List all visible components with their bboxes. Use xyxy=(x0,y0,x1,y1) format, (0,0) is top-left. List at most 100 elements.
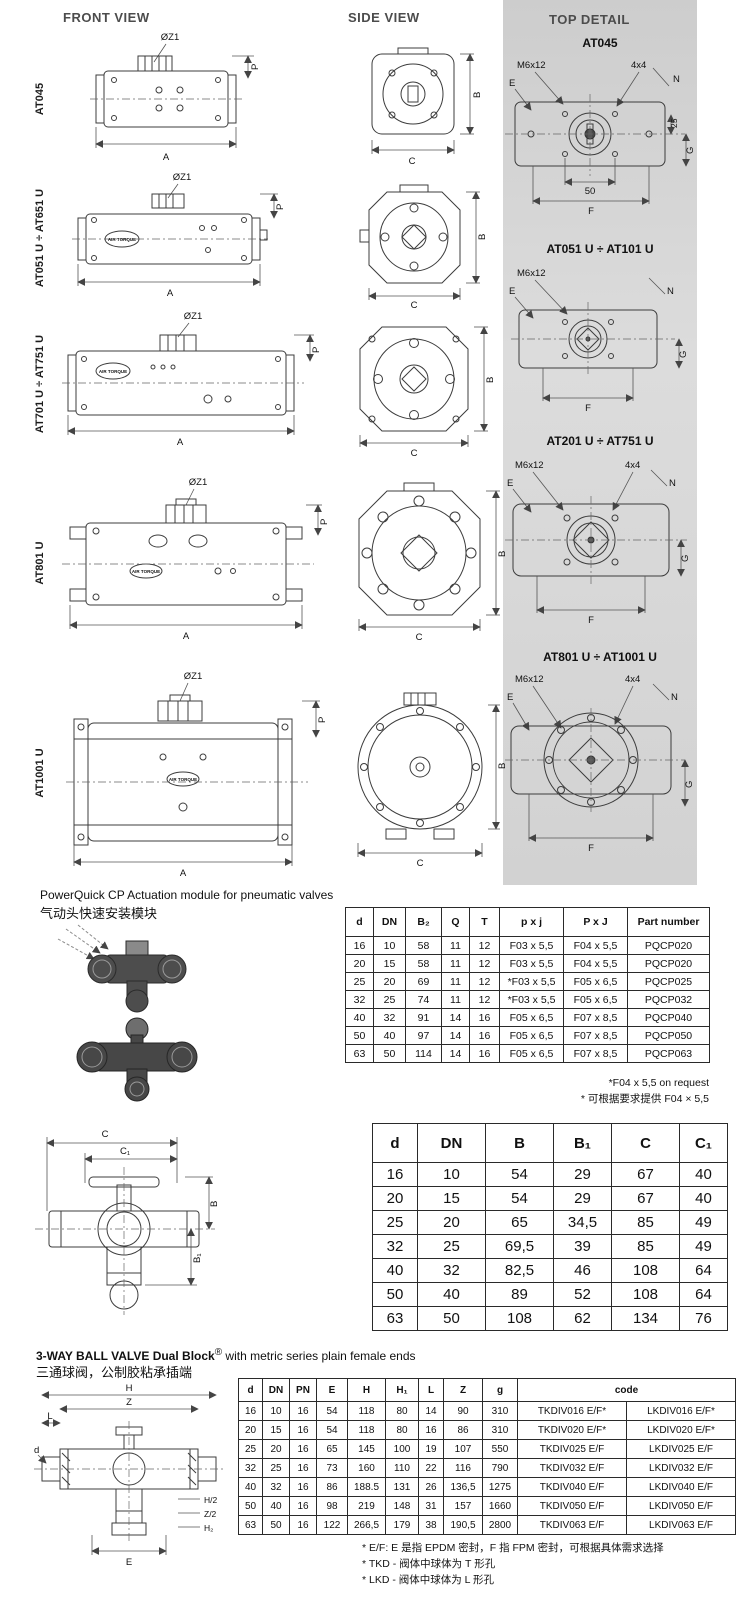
table-cell: 116 xyxy=(443,1458,483,1478)
table-cell: TKDIV040 E/F xyxy=(517,1477,627,1497)
table-cell: 16 xyxy=(289,1515,317,1535)
table-cell: 790 xyxy=(482,1458,518,1478)
dim-h2-label: H/2 xyxy=(204,1495,218,1505)
table-cell: 16 xyxy=(289,1496,317,1516)
table-cell: 54 xyxy=(316,1420,348,1440)
front-view-drawing: ØZ1 AIR TORQUE P A xyxy=(72,172,286,299)
dim-oz1-label: ØZ1 xyxy=(189,477,207,488)
column-header: L xyxy=(418,1378,444,1402)
table-cell: 122 xyxy=(316,1515,348,1535)
table-cell: 14 xyxy=(441,1044,470,1063)
table-cell: PQCP032 xyxy=(627,990,710,1009)
registered-mark: ® xyxy=(214,1347,223,1358)
table-cell: 14 xyxy=(441,1026,470,1045)
dim-oz1-label: ØZ1 xyxy=(184,311,202,322)
table-cell: 50 xyxy=(345,1026,374,1045)
table-cell: 10 xyxy=(373,936,406,955)
table-cell: 25 xyxy=(238,1439,263,1459)
m6x12-label: M6x12 xyxy=(515,674,544,685)
table-cell: F04 x 5,5 xyxy=(563,936,628,955)
top-detail-panel-at201u: AT201 U ÷ AT751 U M6x12 E 4x4 N G xyxy=(503,434,697,640)
table-cell: 22 xyxy=(418,1458,444,1478)
table-header-row: d DN B B₁ C C₁ xyxy=(372,1123,728,1163)
valve-dimension-diagram: C C₁ B B₁ xyxy=(35,1129,220,1315)
table-cell: F05 x 6,5 xyxy=(499,1008,564,1027)
table-cell: 16 xyxy=(289,1420,317,1440)
table-cell: 11 xyxy=(441,954,470,973)
footnote: * 可根据要求提供 F04 × 5,5 xyxy=(580,1093,709,1105)
table-cell: 15 xyxy=(373,954,406,973)
front-view-drawing: ØZ1 AIR TORQUE P A xyxy=(66,671,328,879)
e-label: E xyxy=(509,78,515,89)
n-label: N xyxy=(673,74,680,85)
column-header: g xyxy=(482,1378,518,1402)
actuator-row-at701u: AT701 U ÷ AT751 U ØZ1 AIR TORQUE P xyxy=(28,305,506,463)
table-cell: 145 xyxy=(347,1439,386,1459)
table-cell: LKDIV016 E/F* xyxy=(626,1401,736,1421)
side-view-drawing: C B xyxy=(357,692,508,869)
table-cell: 85 xyxy=(611,1210,680,1235)
top-detail-title: AT201 U ÷ AT751 U xyxy=(546,434,654,448)
column-header: H xyxy=(347,1378,386,1402)
table-cell: 54 xyxy=(485,1186,554,1211)
table-cell: 266,5 xyxy=(347,1515,386,1535)
ballvalve-footnotes: * E/F: E 是指 EPDM 密封，F 指 FPM 密封，可根据具体需求选择… xyxy=(362,1540,664,1588)
table-cell: PQCP020 xyxy=(627,936,710,955)
m6x12-label: M6x12 xyxy=(517,268,546,279)
table-cell: 58 xyxy=(405,954,442,973)
table-cell: 136,5 xyxy=(443,1477,483,1497)
table-cell: 107 xyxy=(443,1439,483,1459)
f-label: F xyxy=(588,843,594,854)
table-cell: 64 xyxy=(679,1282,728,1307)
table-cell: 100 xyxy=(385,1439,419,1459)
table-cell: 12 xyxy=(469,936,500,955)
table-cell: 16 xyxy=(469,1044,500,1063)
front-view-header: FRONT VIEW xyxy=(63,10,150,25)
bolt-pattern-label: 4x4 xyxy=(625,460,640,471)
powerquick-product-photo xyxy=(57,924,198,1102)
table-cell: 16 xyxy=(289,1458,317,1478)
table-header-row: d DN B₂ Q T p x j P x J Part number xyxy=(345,907,710,937)
g-label: G xyxy=(684,781,695,788)
table-cell: 85 xyxy=(611,1234,680,1259)
dim-h-label: H xyxy=(126,1383,133,1394)
dim-z2-label: Z/2 xyxy=(204,1509,217,1519)
g-label: G xyxy=(678,351,689,358)
ballvalve-title-cn: 三通球阀，公制胶粘承插端 xyxy=(36,1365,193,1380)
ballvalve-title-bold: 3-WAY BALL VALVE Dual Block xyxy=(36,1349,215,1363)
dim-b-label: B xyxy=(209,1201,220,1207)
table-cell: 50 xyxy=(417,1306,486,1331)
table-cell: 131 xyxy=(385,1477,419,1497)
model-label: AT801 U xyxy=(34,541,46,585)
table-cell: 25 xyxy=(345,972,374,991)
dim-c-label: C xyxy=(411,300,418,311)
air-torque-logo: AIR TORQUE xyxy=(169,777,197,782)
footnote: *F04 x 5,5 on request xyxy=(608,1077,709,1089)
dim-b-label: B xyxy=(477,234,488,240)
table-cell: 118 xyxy=(347,1401,386,1421)
table-cell: PQCP020 xyxy=(627,954,710,973)
table-cell: 20 xyxy=(262,1439,290,1459)
table-cell: 40 xyxy=(345,1008,374,1027)
table-cell: 40 xyxy=(417,1282,486,1307)
table-cell: TKDIV050 E/F xyxy=(517,1496,627,1516)
column-header: d xyxy=(372,1123,418,1163)
column-header: Q xyxy=(441,907,470,937)
dim-b-label: B xyxy=(497,551,508,557)
table-cell: 310 xyxy=(482,1420,518,1440)
table-cell: 73 xyxy=(316,1458,348,1478)
table-cell: 160 xyxy=(347,1458,386,1478)
table-cell: 16 xyxy=(289,1477,317,1497)
table-cell: 10 xyxy=(417,1162,486,1187)
table-cell: 97 xyxy=(405,1026,442,1045)
table-cell: 49 xyxy=(679,1234,728,1259)
table-cell: 34,5 xyxy=(553,1210,612,1235)
column-header: B₂ xyxy=(405,907,442,937)
table-cell: 50 xyxy=(373,1044,406,1063)
table-cell: 2800 xyxy=(482,1515,518,1535)
table-cell: 190,5 xyxy=(443,1515,483,1535)
table-cell: 32 xyxy=(372,1234,418,1259)
